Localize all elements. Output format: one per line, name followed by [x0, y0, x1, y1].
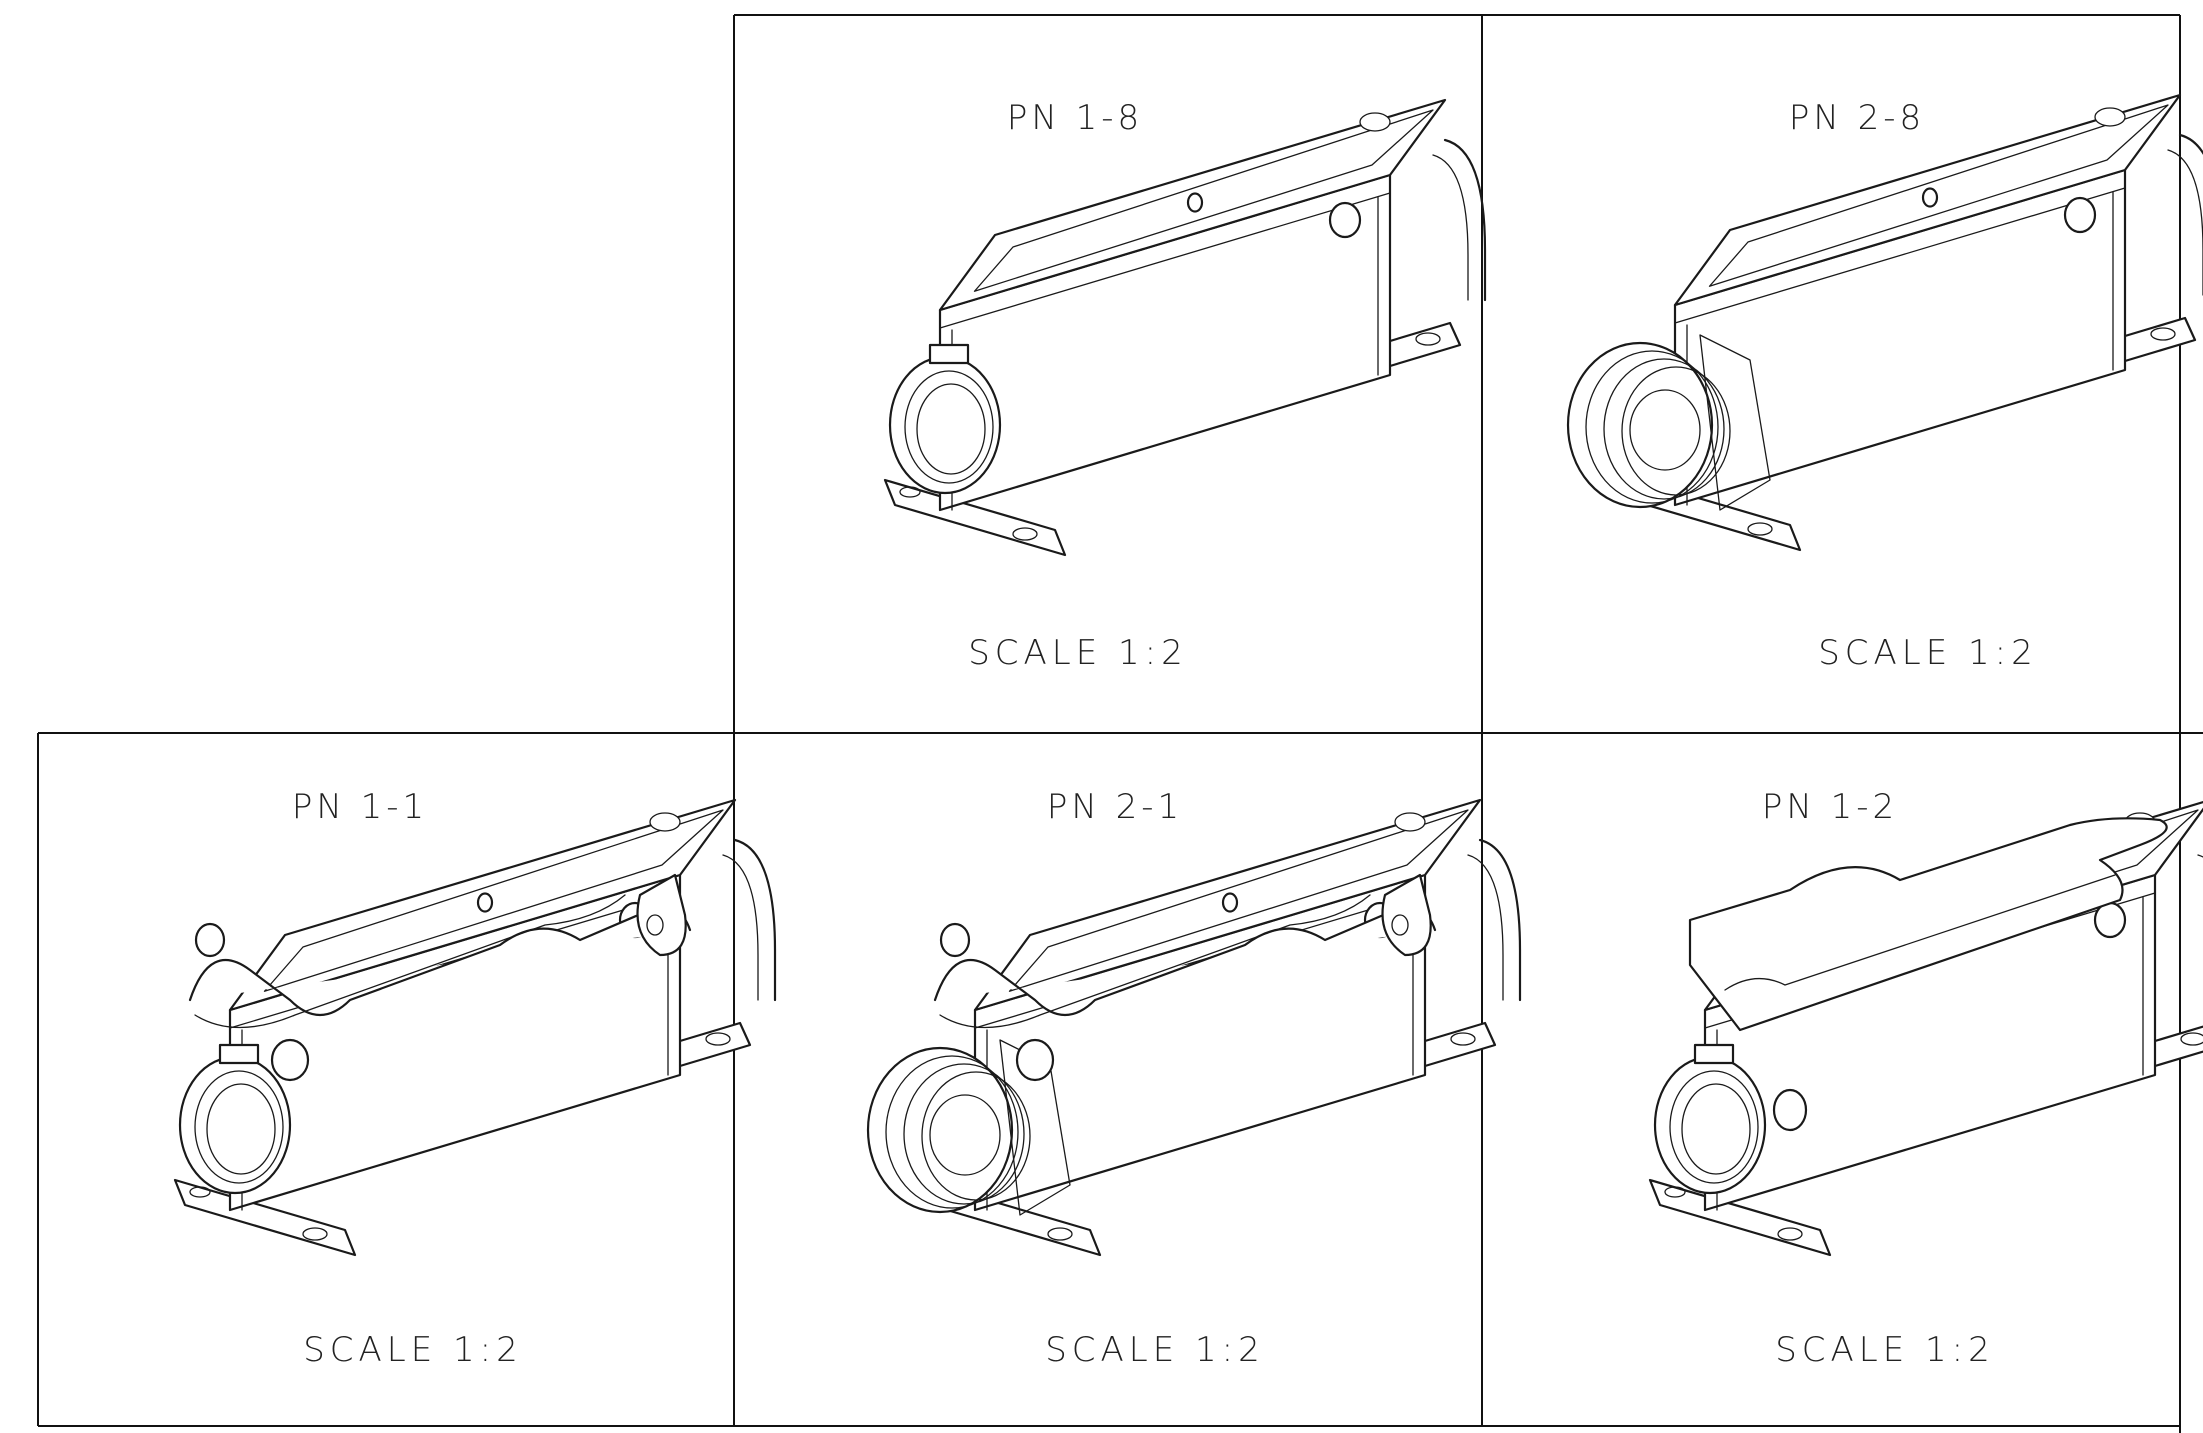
view-scale-pn-1-2: SCALE 1:2 [1775, 1330, 1995, 1370]
view-scale-pn-1-1: SCALE 1:2 [303, 1330, 523, 1370]
housing-drawing-pn-2-1 [866, 798, 1522, 1257]
view-label-pn-2-8: PN 2-8 [1788, 98, 1926, 138]
view-label-pn-1-2: PN 1-2 [1761, 787, 1899, 827]
view-scale-pn-2-1: SCALE 1:2 [1045, 1330, 1265, 1370]
view-label-pn-2-1: PN 2-1 [1046, 787, 1184, 827]
view-label-pn-1-1: PN 1-1 [291, 787, 429, 827]
housing-drawing-pn-2-8 [1566, 93, 2203, 552]
view-label-pn-1-8: PN 1-8 [1006, 98, 1144, 138]
housing-drawing-pn-1-2 [1648, 800, 2203, 1257]
view-scale-pn-1-8: SCALE 1:2 [968, 633, 1188, 673]
housing-drawing-pn-1-8 [883, 98, 1487, 557]
view-scale-pn-2-8: SCALE 1:2 [1818, 633, 2038, 673]
housing-drawing-pn-1-1 [173, 798, 777, 1257]
